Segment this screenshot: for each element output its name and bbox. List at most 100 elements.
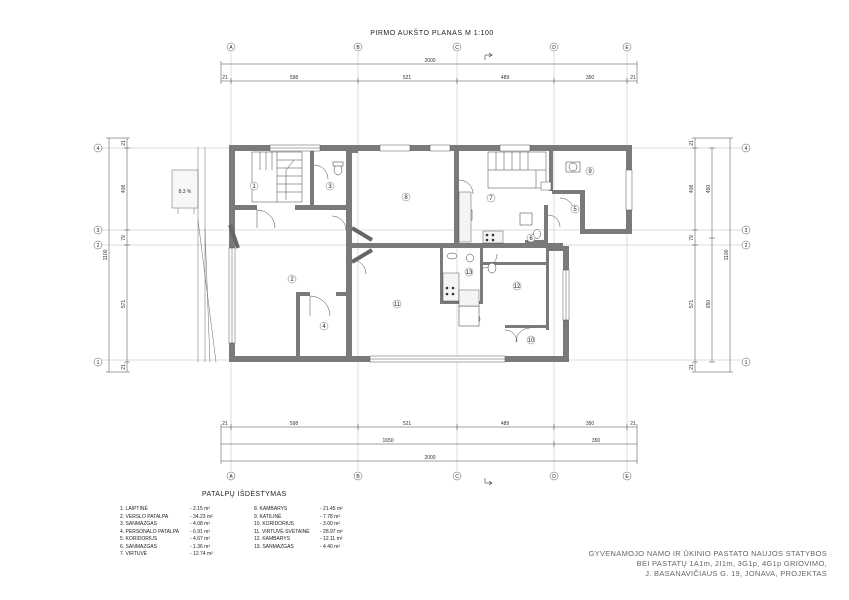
project-line: GYVENAMOJO NAMO IR ŪKINIO PASTATO NAUJOS… <box>588 549 827 558</box>
room-schedule-title: PATALPŲ IŠDĖSTYMAS <box>202 491 287 498</box>
room-label-10: 10 <box>528 338 535 344</box>
section-arrow-bottom <box>484 478 493 486</box>
windows <box>228 144 633 363</box>
dim-bottom-seg: 350 <box>586 421 595 427</box>
room-schedule-area: - 4.40 m² <box>320 543 341 550</box>
room-schedule-area: - 34.23 m² <box>190 513 213 520</box>
room-schedule-area: - 12.11 m² <box>320 536 343 542</box>
door-swings <box>256 164 575 343</box>
dim-left-total: 1100 <box>103 249 109 260</box>
room-schedule-area: - 4.08 m² <box>190 521 211 527</box>
dim-right-seg: 21 <box>689 140 695 146</box>
room-schedule-area: - 1.36 m² <box>190 543 211 550</box>
room-label-13: 13 <box>466 270 473 276</box>
dim-right-seg: 408 <box>689 185 695 194</box>
room-schedule-name: 11. VIRTUVĖ-SVETAINĖ <box>254 528 310 535</box>
room-schedule-name: 3. SANMAZGAS <box>120 521 157 527</box>
project-line: J. BASANAVIČIAUS G. 19, JONAVA, PROJEKTA… <box>645 569 827 578</box>
room-schedule-area: - 21.45 m² <box>320 506 343 512</box>
dim-top-seg: 521 <box>403 75 412 81</box>
dim-right-sub: 450 <box>706 185 712 194</box>
room-label-8: 8 <box>404 195 408 201</box>
room-schedule-area: - 2.15 m² <box>190 506 211 512</box>
axis-label-b-bottom: B <box>356 474 360 480</box>
axis-label-b-top: B <box>356 45 360 51</box>
dim-left-seg: 79 <box>121 235 127 241</box>
room-label-1: 1 <box>252 184 256 190</box>
bottom-dimension-lines <box>220 424 638 464</box>
room-schedule-name: 5. KORIDORIUS <box>120 536 158 542</box>
room-schedule-name: 7. VIRTUVĖ <box>120 551 148 557</box>
room-schedule-area: - 7.78 m² <box>320 513 341 520</box>
dim-top-seg: 489 <box>501 75 510 81</box>
kitchen-counters <box>442 191 504 307</box>
project-title-block: GYVENAMOJO NAMO IR ŪKINIO PASTATO NAUJOS… <box>537 549 827 579</box>
room-schedule-name: 10. KORIDORIUS <box>254 521 295 527</box>
room-schedule-area: - 28.97 m² <box>320 528 343 535</box>
dim-top-seg: 21 <box>630 75 636 81</box>
axis-label-d-top: D <box>552 45 556 51</box>
right-dimension-lines <box>692 137 733 373</box>
row-axis-markers <box>93 143 751 367</box>
axis-label-4-left: 4 <box>97 146 100 152</box>
room-schedule-area: - 6.91 m² <box>190 528 211 535</box>
walls <box>229 145 632 362</box>
room-label-11: 11 <box>394 302 401 308</box>
room-label-2: 2 <box>290 277 294 283</box>
stove-burners <box>445 233 495 296</box>
left-dimension-lines <box>106 137 130 373</box>
dim-bottom-seg: 521 <box>403 421 412 427</box>
axis-label-a-top: A <box>229 45 233 51</box>
dim-bottom-seg: 21 <box>222 421 228 427</box>
boiler-equipment <box>540 181 552 191</box>
axis-label-3-right: 3 <box>745 228 748 234</box>
ramp-slope-label: 8.3 % <box>179 189 192 195</box>
axis-label-2-left: 2 <box>97 243 100 249</box>
axis-label-a-bottom: A <box>229 474 233 480</box>
axis-label-c-bottom: C <box>455 474 459 480</box>
room-schedule-name: 8. KAMBARYS <box>254 506 288 512</box>
dim-top-seg: 21 <box>222 75 228 81</box>
dim-right-seg: 571 <box>689 300 695 309</box>
staircase-1 <box>251 151 303 203</box>
plan-title: PIRMO AUKŠTO PLANAS M 1:100 <box>370 28 493 37</box>
dim-top-seg: 350 <box>586 75 595 81</box>
angled-walls <box>228 224 374 264</box>
axis-label-e-top: E <box>625 45 629 51</box>
room-label-9: 9 <box>588 169 592 175</box>
room-schedule-name: 1. LAIPTINĖ <box>120 506 148 512</box>
axis-label-1-left: 1 <box>97 360 100 366</box>
dim-right-seg: 79 <box>689 235 695 241</box>
dim-left-seg: 408 <box>121 185 127 194</box>
dim-bottom-seg: 489 <box>501 421 510 427</box>
dim-right-sub: 650 <box>706 300 712 309</box>
room-label-6: 6 <box>529 236 533 242</box>
room-label-4: 4 <box>322 324 326 330</box>
section-arrow-top <box>484 52 493 60</box>
room-schedule-name: 12. KAMBARYS <box>254 536 291 542</box>
room-schedule: PATALPŲ IŠDĖSTYMAS 1. LAIPTINĖ - 2.15 m²… <box>120 491 390 557</box>
dim-left-seg: 21 <box>121 364 127 370</box>
entrance-ramp <box>171 147 217 363</box>
top-dimension-lines <box>220 61 638 84</box>
axis-label-1-right: 1 <box>745 360 748 366</box>
room-label-5: 5 <box>573 207 577 213</box>
axis-label-4-right: 4 <box>745 146 748 152</box>
axis-label-c-top: C <box>455 45 459 51</box>
room-schedule-area: - 3.00 m² <box>320 521 341 527</box>
dim-bottom-total: 2000 <box>424 455 435 461</box>
room-label-12: 12 <box>514 284 521 290</box>
dim-bottom-seg: 598 <box>290 421 299 427</box>
dim-bottom-sub: 350 <box>592 438 601 444</box>
room-schedule-area: - 4.67 m² <box>190 536 211 542</box>
room-schedule-name: 6. SANMAZGAS <box>120 543 157 550</box>
sanitary-fixtures <box>332 161 581 327</box>
room-schedule-name: 9. KATILINĖ <box>254 513 282 520</box>
axis-label-d-bottom: D <box>552 474 556 480</box>
axis-label-2-right: 2 <box>745 243 748 249</box>
project-line: BEI PASTATŲ 1A1m, 2I1m, 3G1p, 4G1p GRIOV… <box>636 559 827 568</box>
dim-left-seg: 21 <box>121 140 127 146</box>
axis-label-3-left: 3 <box>97 228 100 234</box>
dim-right-seg: 21 <box>689 364 695 370</box>
